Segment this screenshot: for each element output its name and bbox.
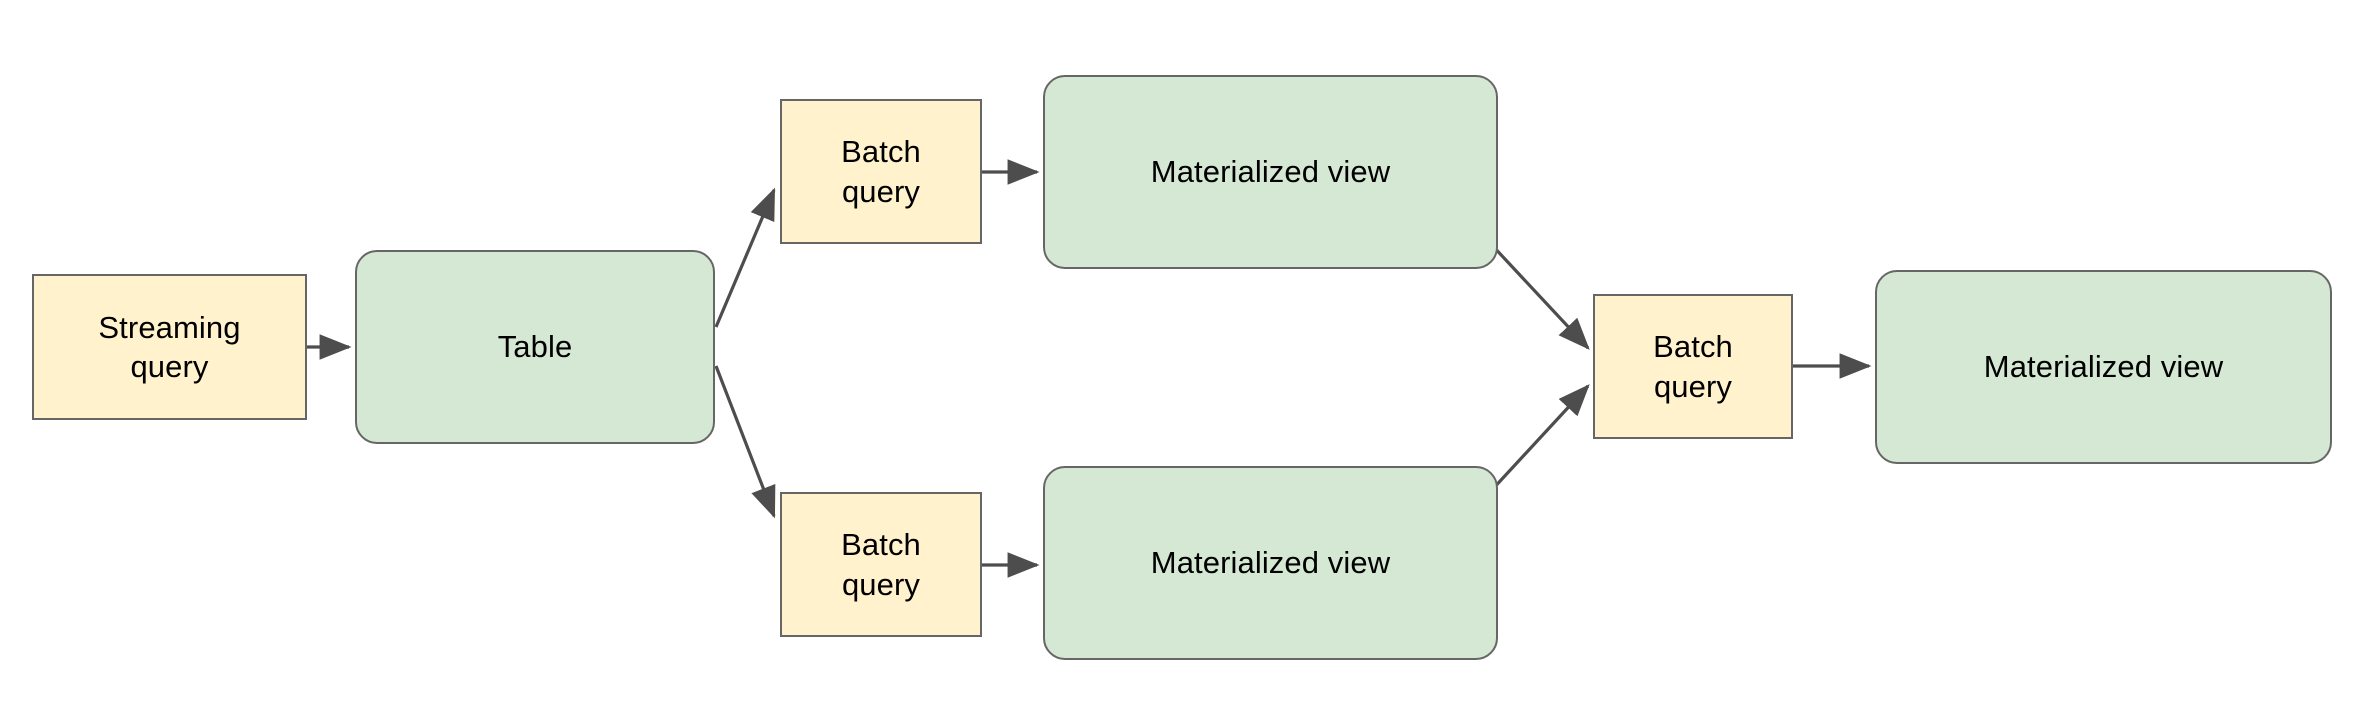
node-table-label: Table [497, 329, 573, 365]
node-materialized-view-top[interactable]: Materialized view [1043, 75, 1498, 269]
node-streaming-query[interactable]: Streaming query [32, 274, 307, 420]
edge-mv-top-to-batch-join [1488, 241, 1590, 350]
node-materialized-view-bottom[interactable]: Materialized view [1043, 466, 1498, 660]
node-batch-query-join[interactable]: Batch query [1593, 294, 1793, 439]
edge-mv-bottom-to-batch-join [1488, 384, 1590, 494]
node-materialized-view-final[interactable]: Materialized view [1875, 270, 2332, 464]
node-batch-query-top[interactable]: Batch query [780, 99, 982, 244]
node-materialized-view-top-label: Materialized view [1150, 154, 1391, 190]
node-materialized-view-final-label: Materialized view [1983, 349, 2224, 385]
node-batch-query-bottom-label: Batch query [841, 527, 921, 602]
edge-table-to-batch-bottom [714, 365, 776, 519]
edge-table-to-batch-top [714, 187, 776, 328]
node-batch-query-bottom[interactable]: Batch query [780, 492, 982, 637]
node-table[interactable]: Table [355, 250, 715, 444]
node-streaming-query-label: Streaming query [98, 309, 241, 384]
node-materialized-view-bottom-label: Materialized view [1150, 545, 1391, 581]
node-batch-query-top-label: Batch query [841, 134, 921, 209]
node-batch-query-join-label: Batch query [1653, 329, 1733, 404]
